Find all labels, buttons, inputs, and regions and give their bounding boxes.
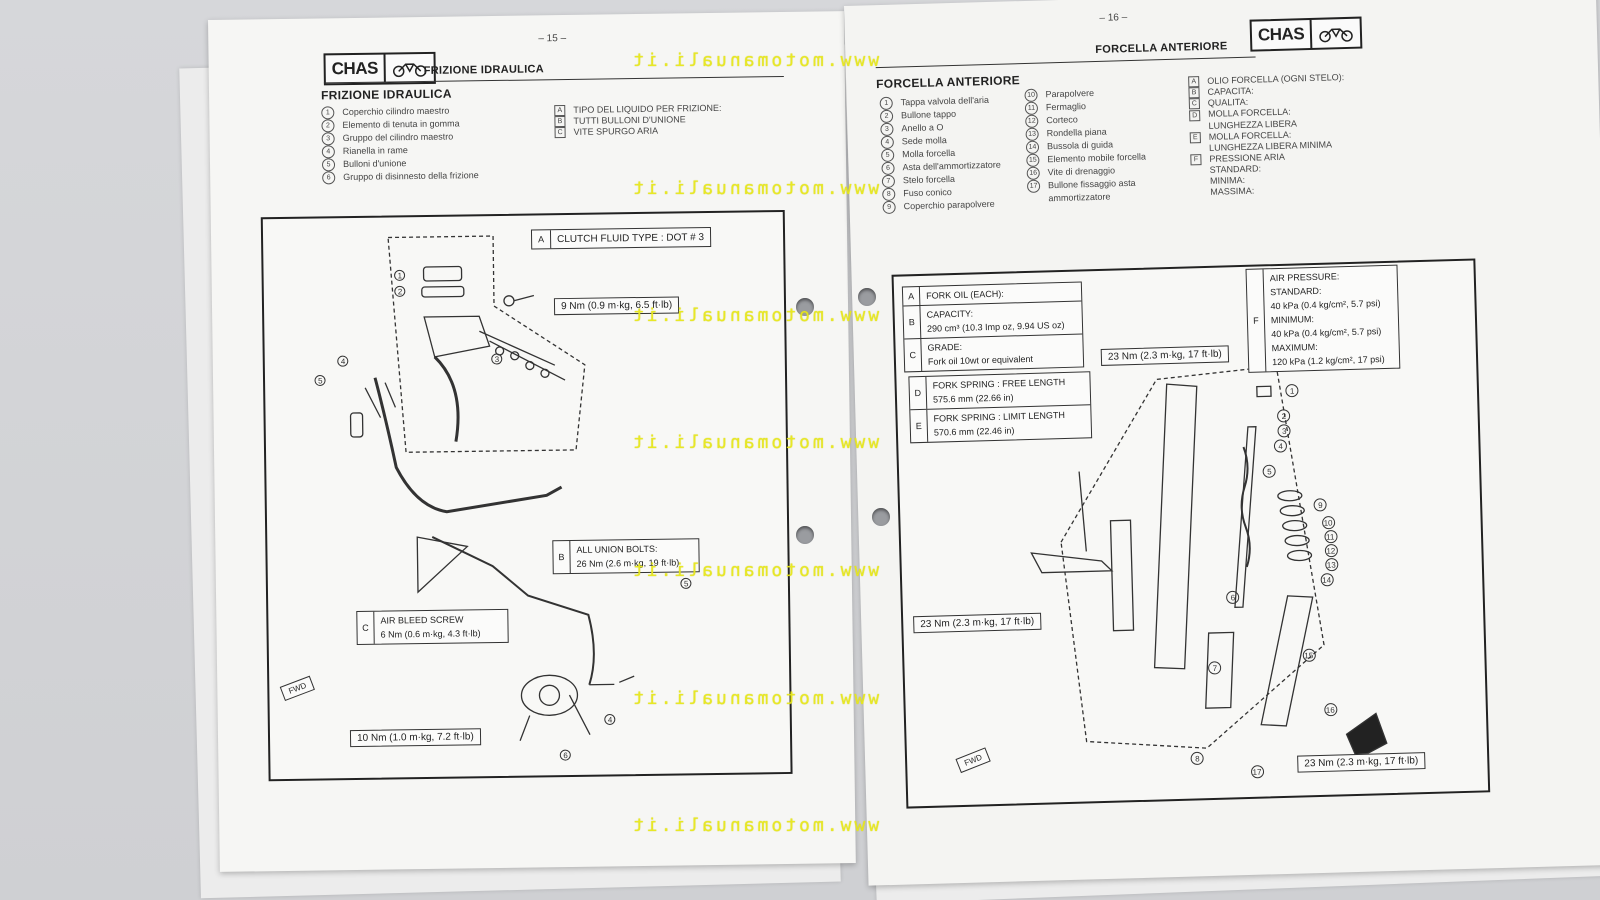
watermark-text: www.motomanuali.it — [630, 50, 880, 71]
torque-callout-bottom: 23 Nm (2.3 m·kg, 17 ft·lb) — [1297, 752, 1426, 773]
air-pressure-table: F AIR PRESSURE: STANDARD: 40 kPa (0.4 kg… — [1245, 264, 1401, 373]
left-chas-label: CHAS — [325, 54, 387, 84]
binder-hole — [858, 288, 876, 306]
svg-text:9: 9 — [1318, 501, 1323, 510]
svg-text:4: 4 — [608, 715, 613, 724]
torque-callout-bottom: 10 Nm (1.0 m·kg, 7.2 ft·lb) — [349, 728, 481, 748]
left-header-title: FRIZIONE IDRAULICA — [423, 63, 545, 77]
svg-text:5: 5 — [684, 579, 689, 588]
svg-text:1: 1 — [398, 271, 403, 280]
motorcycle-icon — [1312, 24, 1360, 43]
watermark-text: www.motomanuali.it — [630, 688, 880, 709]
right-header-rule — [875, 56, 1256, 69]
svg-text:4: 4 — [341, 357, 346, 366]
clutch-diagram-frame: 1 2 3 4 5 5 4 6 A CLUTCH FLUID TYPE : DO… — [260, 209, 793, 782]
svg-text:3: 3 — [1282, 427, 1287, 436]
svg-text:16: 16 — [1326, 706, 1336, 715]
svg-text:2: 2 — [1282, 412, 1287, 421]
svg-text:17: 17 — [1252, 768, 1262, 777]
watermark-text: www.motomanuali.it — [630, 305, 880, 326]
fork-exploded-drawing: 1 2 3 4 5 6 7 8 9 10 11 12 13 14 15 16 1 — [1030, 365, 1388, 779]
svg-text:8: 8 — [1195, 754, 1200, 763]
fork-diagram-frame: 1 2 3 4 5 6 7 8 9 10 11 12 13 14 15 16 1 — [891, 258, 1491, 809]
torque-callout-mid: 23 Nm (2.3 m·kg, 17 ft·lb) — [913, 612, 1042, 634]
spec-table-row: F AIR PRESSURE: STANDARD: 40 kPa (0.4 kg… — [1246, 266, 1400, 372]
watermark-text: www.motomanuali.it — [630, 178, 880, 199]
svg-text:14: 14 — [1322, 576, 1332, 585]
svg-text:4: 4 — [1278, 442, 1283, 451]
right-header-title: FORCELLA ANTERIORE — [1095, 40, 1228, 56]
svg-text:11: 11 — [1326, 533, 1335, 542]
watermark-text: www.motomanuali.it — [630, 560, 880, 581]
svg-text:1: 1 — [1290, 387, 1295, 396]
left-chas-badge: CHAS — [323, 51, 437, 86]
binder-hole — [796, 298, 814, 316]
clutch-exploded-drawing: 1 2 3 4 5 5 4 6 — [314, 235, 692, 761]
right-manual-page: – 16 – FORCELLA ANTERIORE CHAS FORCELLA … — [844, 0, 1600, 886]
motorcycle-icon — [386, 59, 434, 78]
right-page-number: – 16 – — [1099, 12, 1128, 24]
svg-text:6: 6 — [1231, 593, 1236, 602]
left-page-number: – 15 – — [538, 33, 567, 45]
svg-text:13: 13 — [1327, 560, 1337, 569]
svg-text:15: 15 — [1304, 651, 1314, 660]
svg-text:3: 3 — [495, 355, 500, 364]
torque-callout-top: 23 Nm (2.3 m·kg, 17 ft·lb) — [1100, 345, 1230, 366]
watermark-text: www.motomanuali.it — [630, 815, 880, 836]
svg-text:10: 10 — [1324, 519, 1334, 528]
svg-text:12: 12 — [1326, 546, 1336, 555]
right-section-title: FORCELLA ANTERIORE — [875, 73, 1021, 92]
svg-text:2: 2 — [398, 287, 403, 296]
watermark-text: www.motomanuali.it — [630, 432, 880, 453]
binder-hole — [796, 526, 814, 544]
svg-text:7: 7 — [1213, 664, 1218, 673]
clutch-fluid-callout: A CLUTCH FLUID TYPE : DOT # 3 — [530, 226, 712, 250]
left-section-title: FRIZIONE IDRAULICA — [320, 86, 452, 103]
binder-hole — [872, 508, 890, 526]
part-row: ammortizzatore — [1048, 191, 1111, 204]
left-manual-page: – 15 – CHAS FRIZIONE IDRAULICA FRIZIONE … — [208, 11, 856, 872]
svg-text:6: 6 — [563, 751, 568, 760]
svg-text:5: 5 — [318, 376, 323, 385]
svg-text:5: 5 — [1267, 467, 1272, 476]
right-chas-label: CHAS — [1251, 19, 1313, 50]
right-chas-badge: CHAS — [1249, 16, 1363, 52]
